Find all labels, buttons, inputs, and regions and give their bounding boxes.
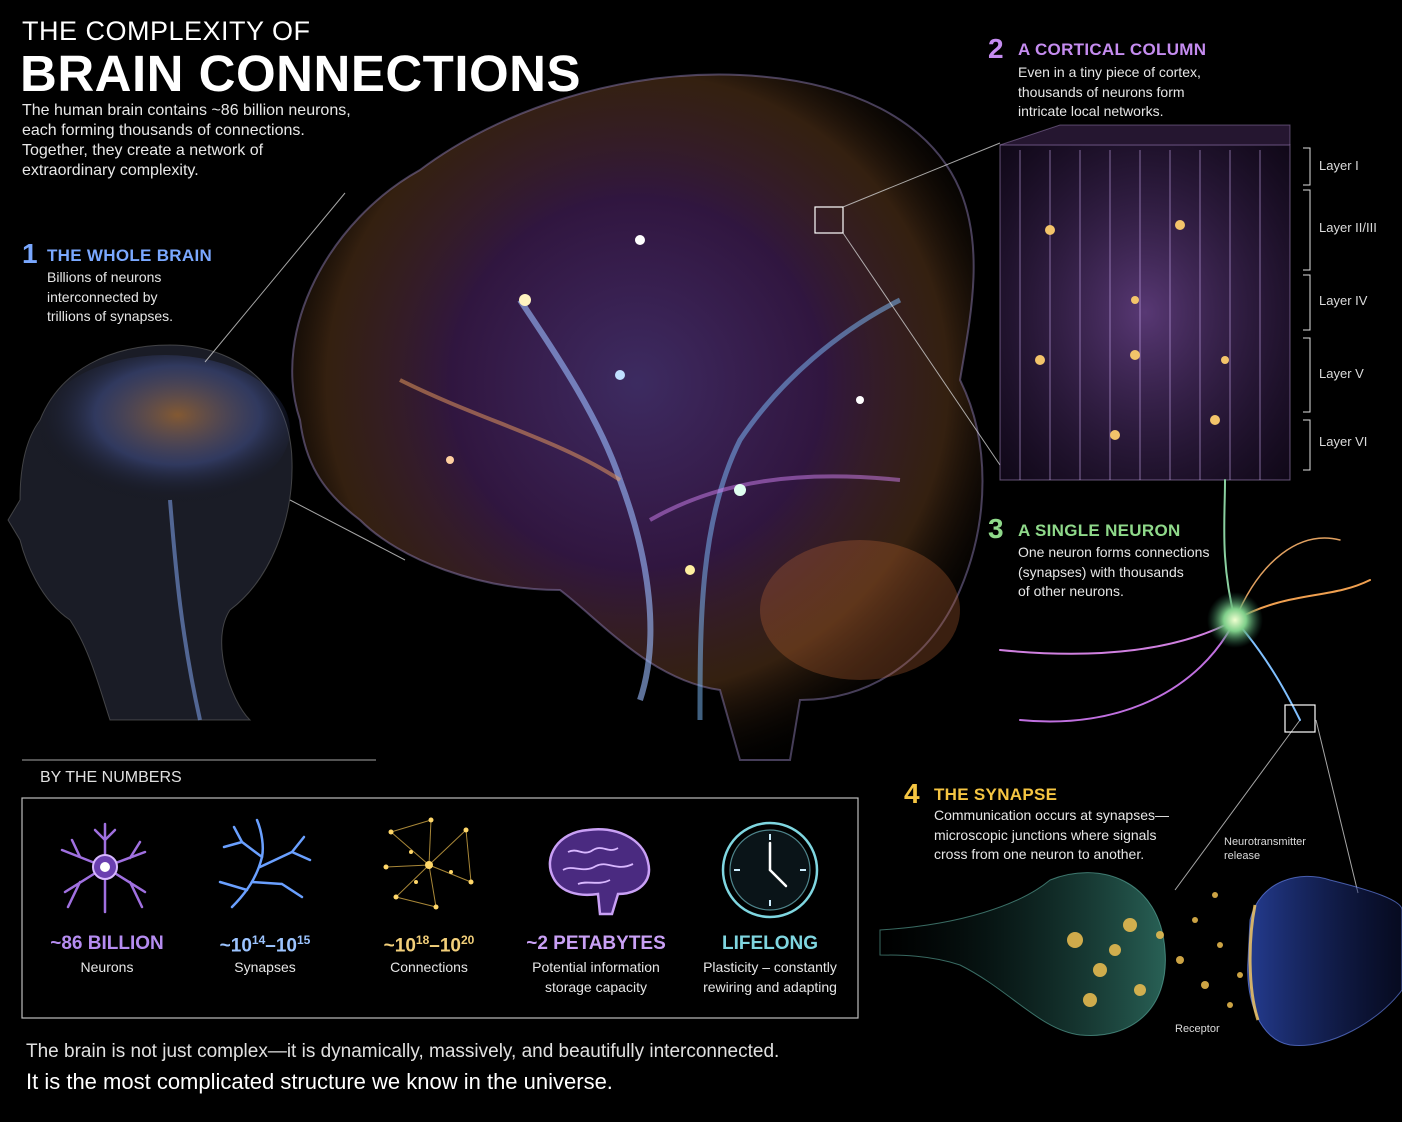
stat-storage-value: ~2 PETABYTES [526, 933, 666, 954]
stat-synapses-label: Synapses [234, 959, 296, 975]
section-4-title: THE SYNAPSE [934, 785, 1058, 804]
stat-plasticity-value: LIFELONG [721, 933, 819, 954]
layer-label: Layer VI [1319, 434, 1368, 449]
section-2-body: Even in a tiny piece of cortex,thousands… [1018, 64, 1201, 119]
stat-neurons-label: Neurons [80, 959, 134, 975]
footer-line-2: It is the most complicated structure we … [26, 1069, 613, 1094]
leader-lines [22, 142, 1359, 894]
title-pre: THE COMPLEXITY OF [22, 16, 311, 46]
stat-connections-value: ~1018–1020 [383, 933, 475, 957]
layer-label: Layer I [1319, 158, 1359, 173]
stat-connections-label: Connections [390, 959, 468, 975]
layer-label: Layer V [1319, 366, 1364, 381]
brain-icon [548, 827, 651, 916]
network-icon [383, 817, 474, 910]
neuron-icon [60, 822, 147, 914]
numbers-box [21, 797, 859, 1019]
stat-neurons-value: ~86 BILLION [50, 933, 164, 954]
section-4-number: 4 [904, 778, 920, 809]
synapse-image [879, 872, 1402, 1047]
section-1-title: THE WHOLE BRAIN [47, 246, 213, 265]
footer-line-1: The brain is not just complex—it is dyna… [26, 1041, 780, 1062]
cortical-column-image [999, 124, 1311, 481]
section-3-number: 3 [988, 513, 1004, 544]
layer-label: Layer II/III [1319, 220, 1377, 235]
intro-text: The human brain contains ~86 billion neu… [22, 102, 351, 179]
section-2-title: A CORTICAL COLUMN [1018, 40, 1207, 59]
section-2-number: 2 [988, 33, 1004, 64]
section-3-title: A SINGLE NEURON [1018, 521, 1181, 540]
clock-icon [721, 821, 819, 919]
page-title: BRAIN CONNECTIONS [20, 45, 582, 102]
numbers-heading: BY THE NUMBERS [40, 769, 182, 786]
receptor-label: Receptor [1175, 1023, 1220, 1035]
head-silhouette-image [7, 344, 293, 721]
section-3-body: One neuron forms connections(synapses) w… [1018, 544, 1210, 599]
layer-label: Layer IV [1319, 293, 1368, 308]
section-1-number: 1 [22, 238, 38, 269]
dendrite-icon [218, 818, 312, 909]
brain-network-image [291, 73, 984, 761]
single-neuron-image [999, 479, 1371, 733]
section-4-body: Communication occurs at synapses—microsc… [934, 807, 1169, 862]
stat-synapses-value: ~1014–1015 [219, 933, 311, 957]
